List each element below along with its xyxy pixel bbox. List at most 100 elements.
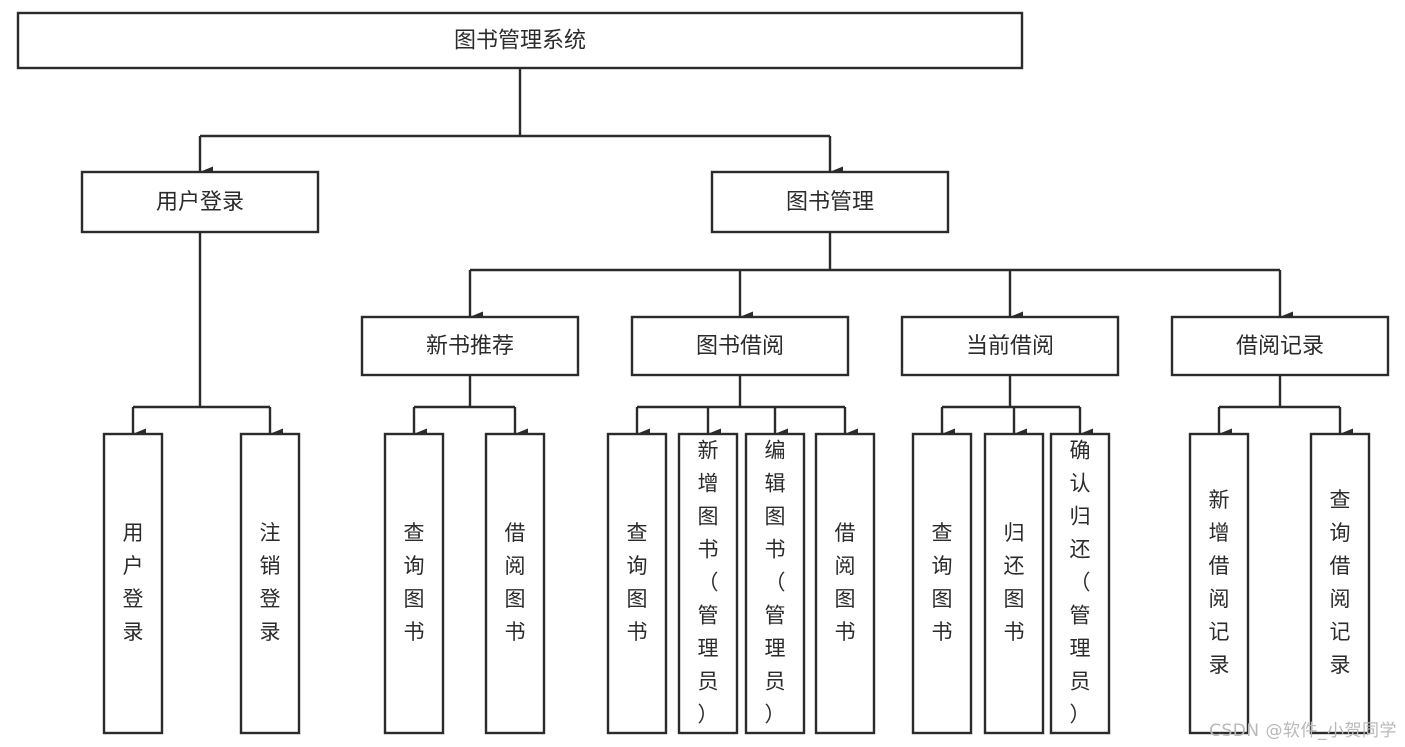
watermark-label: CSDN @软件_小贺同学 (1209, 721, 1397, 741)
node-border (900, 315, 1120, 377)
node-label-char: 还 (1070, 538, 1091, 562)
node-label-char: 阅 (1330, 587, 1351, 611)
node-label-char: 图 (698, 505, 719, 529)
node-label-char: 图 (627, 587, 648, 611)
node-label-char: （ (765, 571, 786, 595)
node-label-char: 图 (932, 587, 953, 611)
node-label-char: 销 (260, 554, 281, 578)
node-label-char: 书 (698, 538, 719, 562)
node-label-char: 管 (765, 604, 786, 628)
node-label-char: 管 (698, 604, 719, 628)
node-border (744, 432, 806, 735)
node-label-char: 管 (1070, 604, 1091, 628)
node-label: 图书管理 (786, 190, 874, 215)
node-label-char: 用 (123, 521, 144, 545)
node-leaf-logout-login[interactable]: 注销登录注销登录 (239, 432, 301, 735)
node-label-char: 归 (1004, 521, 1025, 545)
node-label-char: 书 (404, 620, 425, 644)
node-border (1049, 432, 1111, 735)
node-border (630, 315, 850, 377)
nodes-layer: 图书管理系统用户登录图书管理新书推荐图书借阅当前借阅借阅记录用户登录用户登录注销… (16, 11, 1390, 735)
node-leaf-user-login[interactable]: 用户登录用户登录 (102, 432, 164, 735)
node-leaf-borrow-book-recommend[interactable]: 借阅图书借阅图书 (484, 432, 546, 735)
node-label-char: 书 (932, 620, 953, 644)
node-borrow-record[interactable]: 借阅记录 (1170, 315, 1390, 377)
node-book-management[interactable]: 图书管理 (710, 170, 950, 234)
node-label: 用户登录 (156, 190, 244, 215)
node-label-char: 阅 (505, 554, 526, 578)
node-user-login[interactable]: 用户登录 (80, 170, 320, 234)
node-label-char: 户 (123, 554, 144, 578)
node-label-char: 书 (835, 620, 856, 644)
node-label-char: 阅 (1209, 587, 1230, 611)
node-label-char: 图 (1004, 587, 1025, 611)
node-label-char: 员 (1070, 670, 1091, 694)
node-current-borrow[interactable]: 当前借阅 (900, 315, 1120, 377)
node-label-char: 图 (505, 587, 526, 611)
node-label-char: 查 (932, 521, 953, 545)
node-leaf-borrow-book[interactable]: 借阅图书借阅图书 (814, 432, 876, 735)
node-border (360, 315, 580, 377)
node-leaf-add-borrow-record[interactable]: 新增借阅记录新增借阅记录 (1188, 432, 1250, 735)
node-label-char: 理 (1070, 637, 1091, 661)
node-leaf-return-book[interactable]: 归还图书归还图书 (983, 432, 1045, 735)
node-label-char: 编 (765, 439, 786, 463)
node-label-char: 注 (260, 521, 281, 545)
node-label: 新书推荐 (426, 334, 514, 359)
node-border (677, 432, 739, 735)
node-label-char: 查 (627, 521, 648, 545)
node-border (606, 432, 668, 735)
node-label: 图书管理系统 (454, 29, 586, 54)
node-border (1188, 432, 1250, 735)
node-label-char: ） (1070, 703, 1091, 727)
node-label-char: 增 (1209, 521, 1230, 545)
node-label-char: 新 (1209, 488, 1230, 512)
node-border (239, 432, 301, 735)
node-label-char: 借 (835, 521, 856, 545)
node-label: 图书借阅 (696, 334, 784, 359)
node-label-char: 询 (627, 554, 648, 578)
node-leaf-query-book-recommend[interactable]: 查询图书查询图书 (383, 432, 445, 735)
node-label-char: 增 (698, 472, 719, 496)
node-root[interactable]: 图书管理系统 (16, 11, 1024, 70)
node-label-char: ） (698, 703, 719, 727)
node-border (911, 432, 973, 735)
node-border (1309, 432, 1371, 735)
node-label-char: 登 (123, 587, 144, 611)
node-label-char: 录 (1209, 653, 1230, 677)
node-new-book-recommend[interactable]: 新书推荐 (360, 315, 580, 377)
node-label-char: 图 (765, 505, 786, 529)
node-label-char: 录 (1330, 653, 1351, 677)
node-label-char: 认 (1070, 472, 1091, 496)
node-label-char: 询 (1330, 521, 1351, 545)
node-border (484, 432, 546, 735)
node-label-char: 借 (1330, 554, 1351, 578)
node-border (80, 170, 320, 234)
node-label-char: 图 (404, 587, 425, 611)
node-border (383, 432, 445, 735)
node-label-char: 员 (698, 670, 719, 694)
node-label-char: 书 (1004, 620, 1025, 644)
node-border (710, 170, 950, 234)
node-leaf-query-book-borrow[interactable]: 查询图书查询图书 (606, 432, 668, 735)
node-label-char: （ (1070, 571, 1091, 595)
node-book-borrow[interactable]: 图书借阅 (630, 315, 850, 377)
node-leaf-query-borrow-record[interactable]: 查询借阅记录查询借阅记录 (1309, 432, 1371, 735)
node-label-char: 录 (260, 620, 281, 644)
node-label-char: 询 (404, 554, 425, 578)
node-label-char: 询 (932, 554, 953, 578)
node-leaf-query-book-current[interactable]: 查询图书查询图书 (911, 432, 973, 735)
node-border (102, 432, 164, 735)
node-label-char: 员 (765, 670, 786, 694)
node-border (16, 11, 1024, 70)
node-label: 当前借阅 (966, 334, 1054, 359)
node-label-char: 查 (404, 521, 425, 545)
node-label-char: 阅 (835, 554, 856, 578)
node-label-char: 新 (698, 439, 719, 463)
node-label-char: 书 (627, 620, 648, 644)
